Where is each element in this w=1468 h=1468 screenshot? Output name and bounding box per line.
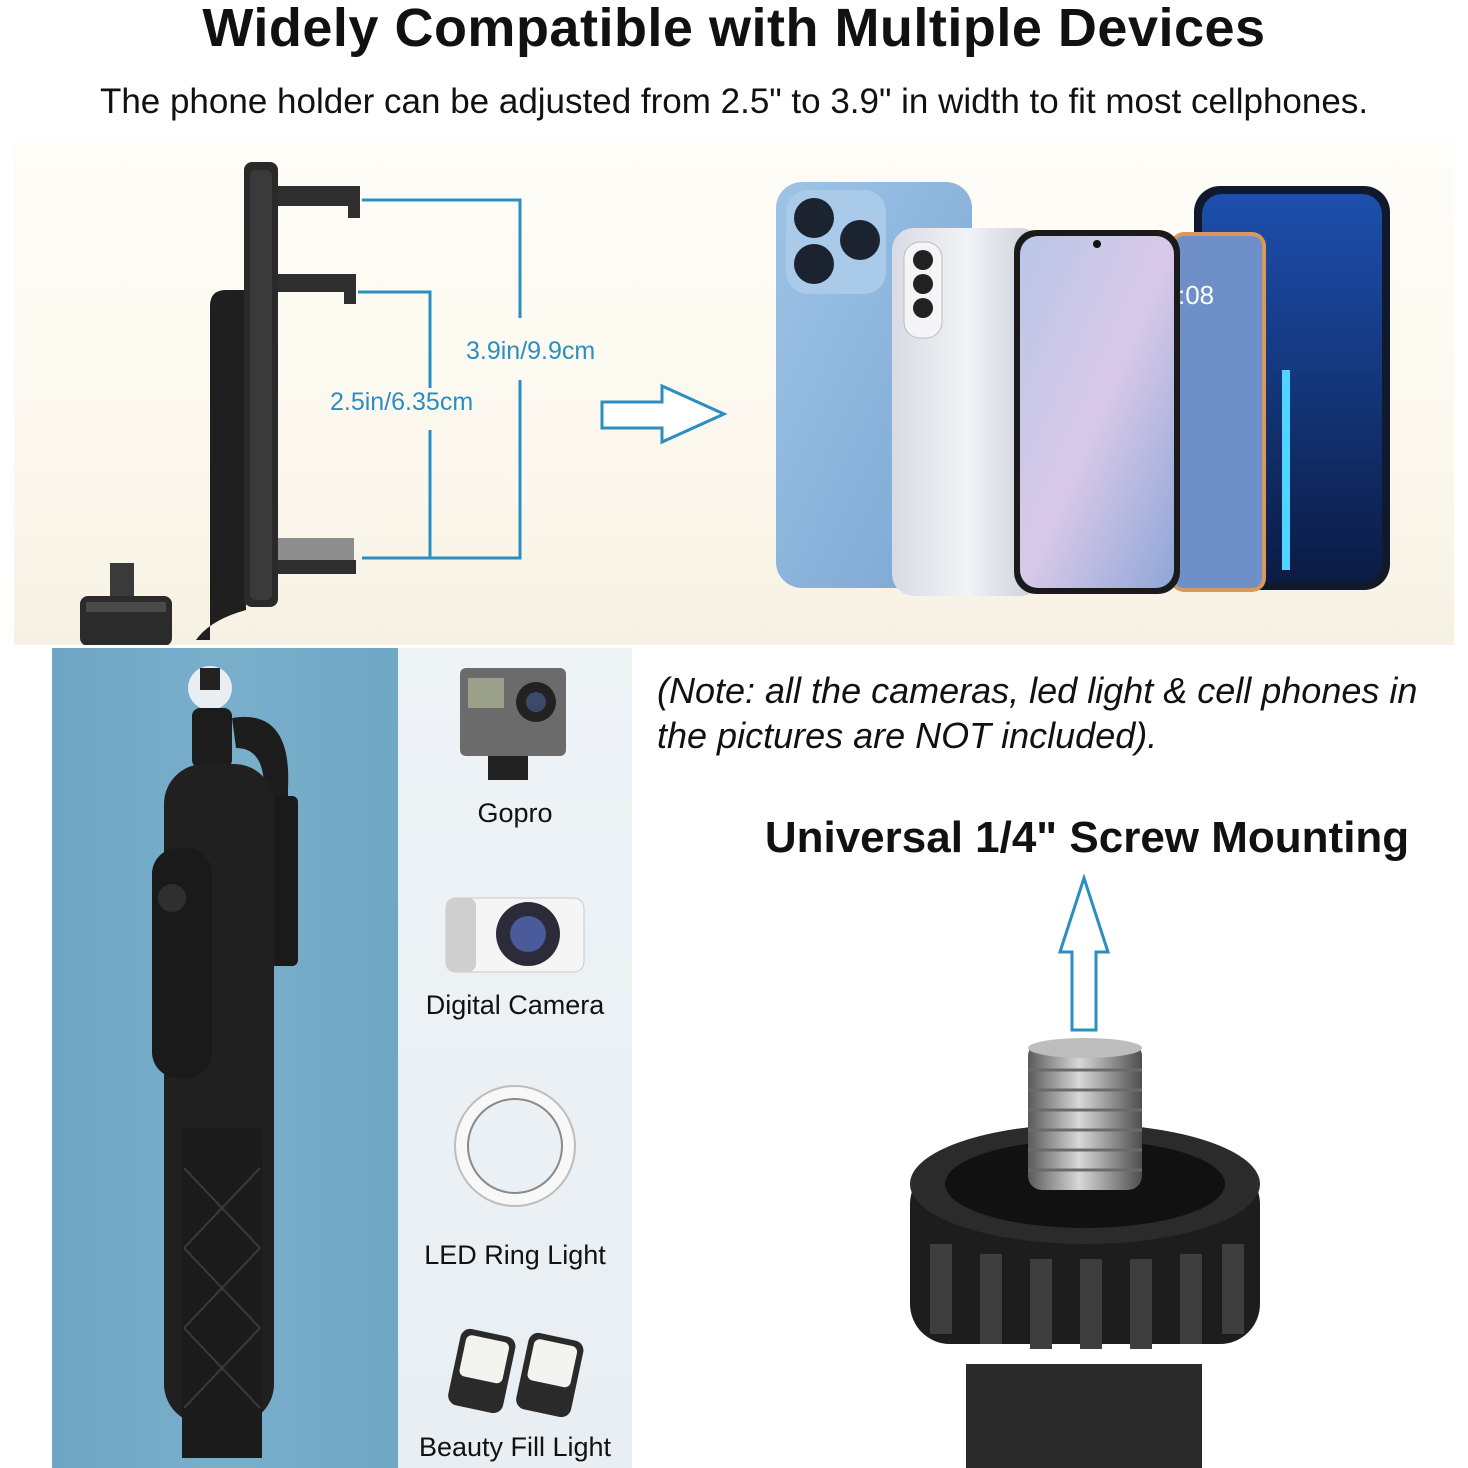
phones-illustration: :08 xyxy=(776,182,1390,596)
device-label-beauty-fill-light: Beauty Fill Light xyxy=(418,1432,612,1462)
tripod-photo xyxy=(52,648,398,1468)
gopro-camera-icon xyxy=(460,668,566,780)
screw-mount-illustration xyxy=(910,1038,1260,1468)
phone-holder-clamp xyxy=(196,162,360,640)
min-width-label: 2.5in/6.35cm xyxy=(330,388,474,416)
up-arrow-icon xyxy=(1057,874,1111,1032)
device-label-digital-camera: Digital Camera xyxy=(425,990,605,1020)
ring-light-icon xyxy=(454,1085,576,1207)
note-text: (Note: all the cameras, led light & cell… xyxy=(657,670,1418,756)
digital-camera-icon xyxy=(445,897,585,973)
holder-illustration xyxy=(80,162,728,645)
max-width-label: 3.9in/9.9cm xyxy=(466,337,596,365)
device-label-led-ring-light: LED Ring Light xyxy=(424,1240,606,1270)
page-subtitle: The phone holder can be adjusted from 2.… xyxy=(99,82,1369,121)
page-title: Widely Compatible with Multiple Devices xyxy=(202,0,1266,58)
mount-knob-illustration xyxy=(80,563,172,645)
device-label-gopro: Gopro xyxy=(477,798,553,828)
phone-clock: :08 xyxy=(1178,280,1214,310)
fill-light-icon xyxy=(448,1328,584,1418)
device-list: Gopro Digital Camera LED Ring Light Beau… xyxy=(398,648,632,1468)
tripod-illustration xyxy=(152,666,298,1458)
dimension-lines xyxy=(358,198,522,560)
right-arrow-icon xyxy=(600,383,728,445)
screw-mount-title: Universal 1/4" Screw Mounting xyxy=(764,813,1410,862)
